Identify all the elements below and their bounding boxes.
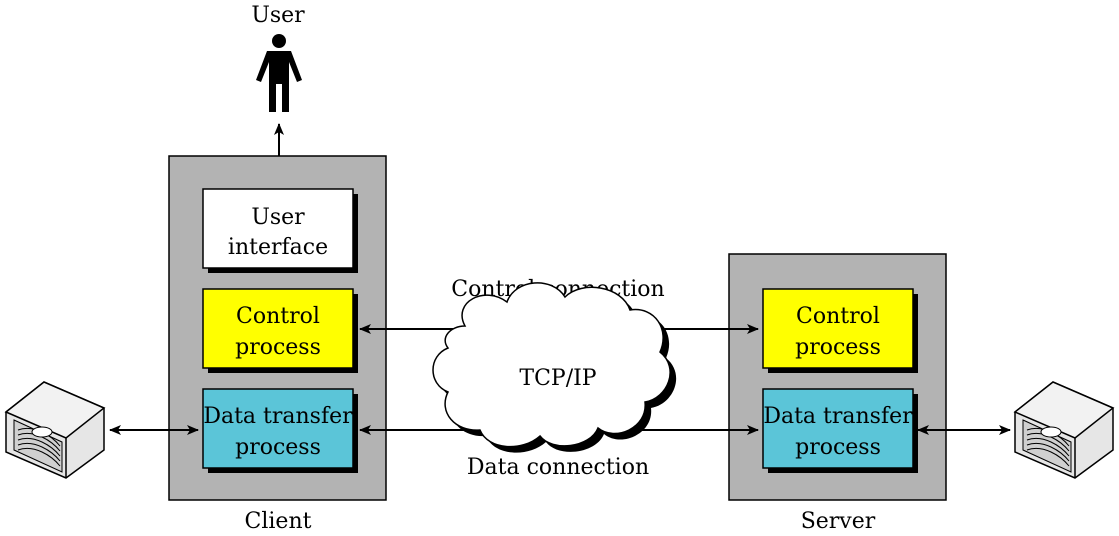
person-icon xyxy=(256,34,302,112)
svg-text:process: process xyxy=(795,435,881,460)
user-label: User xyxy=(251,3,305,28)
svg-text:Data transfer: Data transfer xyxy=(763,404,913,429)
svg-text:Data transfer: Data transfer xyxy=(203,404,353,429)
user-interface-box: User interface xyxy=(202,188,358,273)
svg-text:Control: Control xyxy=(796,304,880,329)
server-label: Server xyxy=(801,509,876,534)
data-connection-label: Data connection xyxy=(467,455,649,480)
svg-text:process: process xyxy=(235,335,321,360)
client-data-transfer-process-box: Data transfer process xyxy=(202,388,358,473)
server-data-transfer-process-box: Data transfer process xyxy=(762,388,918,473)
disk-storage-icon xyxy=(1013,381,1115,479)
svg-text:process: process xyxy=(235,435,321,460)
client-label: Client xyxy=(245,509,312,534)
svg-text:User: User xyxy=(251,205,305,230)
cloud-icon xyxy=(432,282,677,453)
server-control-process-box: Control process xyxy=(762,288,918,373)
svg-text:process: process xyxy=(795,335,881,360)
client-control-process-box: Control process xyxy=(202,288,358,373)
svg-text:interface: interface xyxy=(228,235,328,260)
svg-text:Control: Control xyxy=(236,304,320,329)
disk-storage-icon xyxy=(4,381,106,479)
tcp-ip-label: TCP/IP xyxy=(519,366,596,391)
